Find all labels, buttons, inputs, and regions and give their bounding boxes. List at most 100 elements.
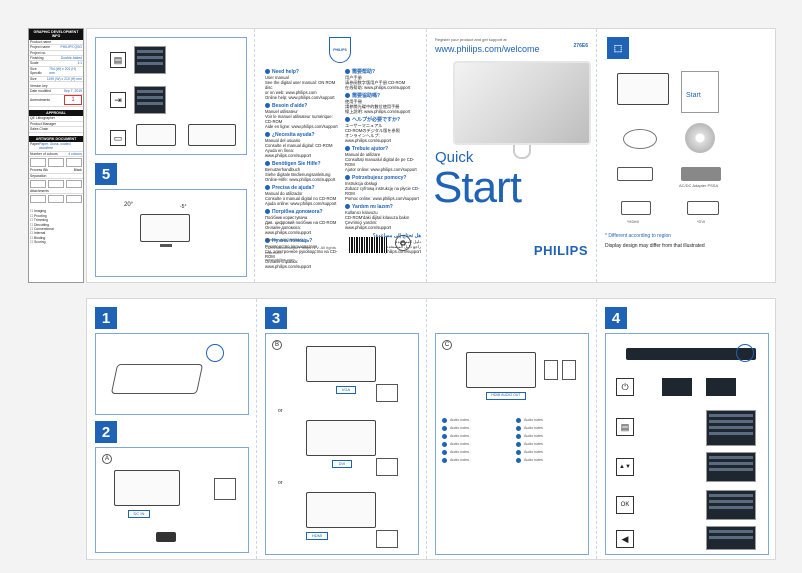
tilt-frame: 20° -5° [95,189,247,277]
philips-wordmark: PHILIPS [533,243,588,258]
dvi-port: DVI [332,460,352,468]
checklist: ☐ Imaging ☐ Proofing ☐ Trimming ☐ Diecut… [29,208,83,245]
legal-text: © 2015 Koninklijke Philips N.V. All righ… [265,245,336,255]
monitor-rear-3 [306,492,376,528]
register-url: www.philips.com/welcome [435,44,540,54]
amendment-box: 1 [64,95,82,106]
adapter-label: AC/DC Adapter PSSA [679,183,719,188]
spec-row: Product name [29,40,83,46]
osd-thumbnail [134,46,166,74]
osd-back-preview [706,526,756,550]
hdmi-port: HDMI [306,532,328,540]
panel-audio: C HDMI AUDIO OUT Audio notes Audio notes… [427,299,597,559]
top-sheet: ▤ ⇥ ▭ 5 20° -5° PHILIPS Need help?User m… [86,28,776,283]
monitor-rear-illustration [114,470,180,506]
panel-b-label: B [272,340,282,350]
osd-thumbnail [134,86,166,114]
approver: Sales Chain [29,127,83,133]
footnote: * Different according to region [605,233,672,239]
monitor-item [617,73,669,105]
quick-title: Quick [435,149,474,166]
step-2-badge: 2 [95,421,117,443]
monitor-hero-image [453,61,591,145]
audio-notes-right: Audio notes Audio notes Audio notes Audi… [516,418,586,466]
front-control-bar [626,348,756,360]
stand-assembly-frame [95,333,249,415]
power-cable-item [623,129,657,149]
dvi-cable-item [617,167,653,181]
pc-illustration-1 [376,384,398,402]
checklist-item[interactable]: ☐ Imaging [30,209,47,214]
power-connection-frame: A DC IN [95,447,249,553]
osd-confirm-preview [706,490,756,520]
panel-osd-and-tilt: ▤ ⇥ ▭ 5 20° -5° [87,29,255,282]
adapter-brick [156,532,176,542]
spec-sheet: GRAPHIC DEVELOPMENT INFO Product name Pr… [28,28,84,283]
cd-rom-item [685,123,715,153]
register-text: Register your product and get support at [435,37,507,42]
step-1-badge: 1 [95,307,117,329]
help-section: 需要協助嗎?使用手冊請參閱光碟中的數位使用手冊線上說明: www.philips… [345,93,411,114]
checklist-item[interactable]: ☐ Trimming [30,218,48,223]
approver: Product Manager [29,122,83,128]
ok-key-icon: OK [616,496,634,514]
or-label-1: or [278,408,283,414]
start-title: Start [433,163,522,212]
step-3-badge: 3 [265,307,287,329]
speaker-left [544,360,558,380]
osd-frame: ▤ ⇥ ▭ [95,37,247,155]
spec-header: GRAPHIC DEVELOPMENT INFO [29,29,83,40]
power-off-state [706,378,736,396]
power-button-highlight [736,344,754,362]
quick-start-booklet: Start [681,71,719,113]
monitor-wide-illustration [188,124,236,146]
monitor-rear-audio [466,352,536,388]
tilt-minus-label: -5° [180,204,187,210]
input-icon: ⇥ [110,92,126,108]
zoom-circle [206,344,224,362]
step-5-badge: 5 [95,163,117,185]
box-contents-icon: ⬚ [607,37,629,59]
spec-row: Separation [29,174,83,179]
panel-step-3: 3 B VGA or DVI or HDMI [257,299,427,559]
version-text: Version: M6QSGB1QJ [265,237,306,242]
artwork-header: ARTWORK DOCUMENT [29,135,83,142]
checklist-item[interactable]: ☐ Scoring [30,240,46,245]
checklist-item[interactable]: ☐ Binding [30,235,46,240]
disclaimer: Display design may differ from that illu… [605,243,705,249]
checklist-item[interactable]: ☐ Internal [30,231,46,236]
dvi-cable-item-2 [687,201,719,215]
checklist-item[interactable]: ☐ Diecutting [30,222,50,227]
spec-row: Project no. [29,51,83,57]
panel-cover: Register your product and get support at… [427,29,597,282]
monitor-back-illustration [110,364,204,394]
website-text: www.philips.com [265,257,295,262]
approver: QE Lithographer [29,116,83,122]
osd-navigation-preview [706,452,756,482]
vga-port: VGA [336,386,356,394]
controls-frame: ⏻ ▤ ▲▼ OK ◀ [605,333,769,555]
audio-notes-left: Audio notes Audio notes Audio notes Audi… [442,418,512,466]
checklist-item[interactable]: ☐ Proofing [30,213,47,218]
panel-step-4: 4 ⏻ ▤ ▲▼ OK ◀ [597,299,777,559]
approval-header: APPROVAL [29,109,83,117]
pc-illustration-2 [376,458,398,476]
pc-illustration-3 [376,530,398,548]
checklist-item[interactable]: ☐ Conventional [30,226,54,231]
monitor-base [160,244,172,247]
